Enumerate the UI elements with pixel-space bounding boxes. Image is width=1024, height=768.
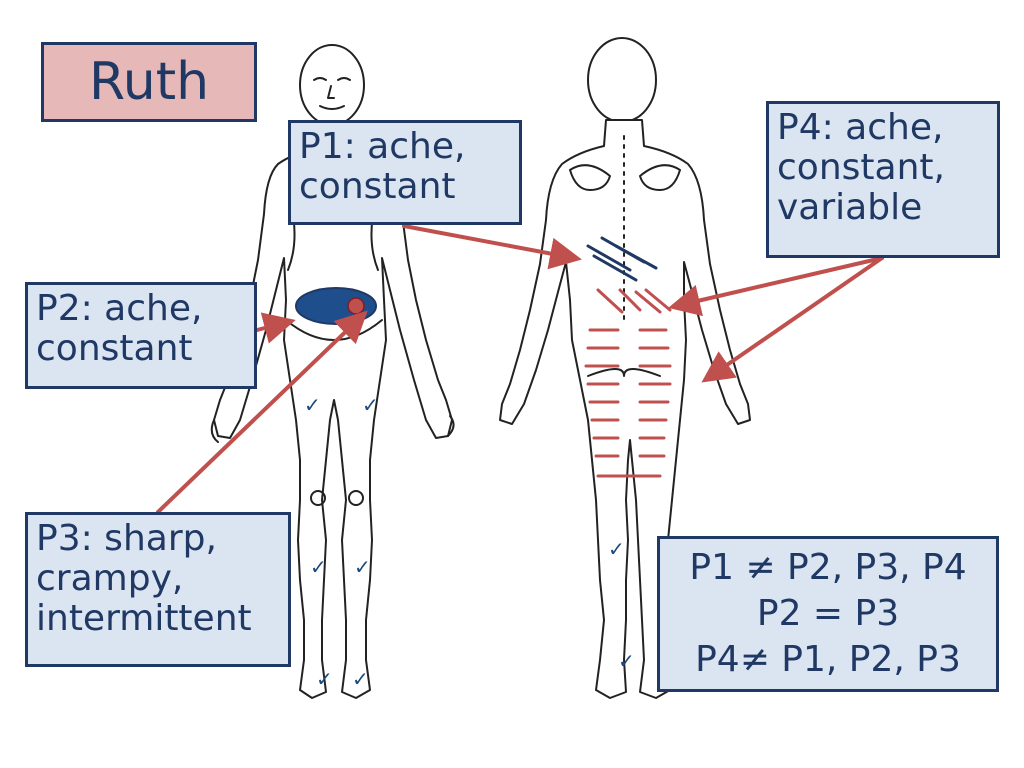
p4-arrow-upper [668, 256, 884, 317]
p1-arrow [402, 224, 582, 270]
summary-line: P2 = P3 [756, 593, 900, 634]
p4-pain-region [584, 288, 672, 478]
back-head [587, 37, 657, 123]
p3-arrow [156, 310, 368, 514]
checkmark-icon: ✓ [310, 555, 327, 579]
comparison-summary-box: P1 ≠ P2, P3, P4 P2 = P3 P4≠ P1, P2, P3 [657, 536, 999, 692]
p3-pain-point [347, 297, 365, 315]
checkmark-icon: ✓ [352, 667, 369, 691]
checkmark-icon: ✓ [316, 667, 333, 691]
checkmark-icon: ✓ [362, 393, 379, 417]
checkmark-icon: ✓ [608, 537, 625, 561]
front-head [299, 44, 365, 126]
p1-pain-region [586, 236, 658, 282]
summary-line: P1 ≠ P2, P3, P4 [689, 547, 967, 588]
checkmark-icon: ✓ [304, 393, 321, 417]
callout-arrows [156, 224, 884, 514]
p2-arrow [255, 312, 296, 344]
p2-label: P2: ache, constant [25, 282, 257, 389]
patient-name-label: Ruth [41, 42, 257, 122]
checkmark-icon: ✓ [354, 555, 371, 579]
checkmark-icon: ✓ [618, 649, 635, 673]
checkmark-marks: ✓ ✓ ✓ ✓ ✓ ✓ ✓ ✓ [304, 393, 635, 691]
p1-label: P1: ache, constant [288, 120, 522, 225]
p3-label: P3: sharp, crampy, intermittent [25, 512, 291, 667]
p4-label: P4: ache, constant, variable [766, 101, 1000, 258]
p4-arrow-lower [701, 256, 884, 383]
summary-line: P4≠ P1, P2, P3 [695, 639, 961, 680]
